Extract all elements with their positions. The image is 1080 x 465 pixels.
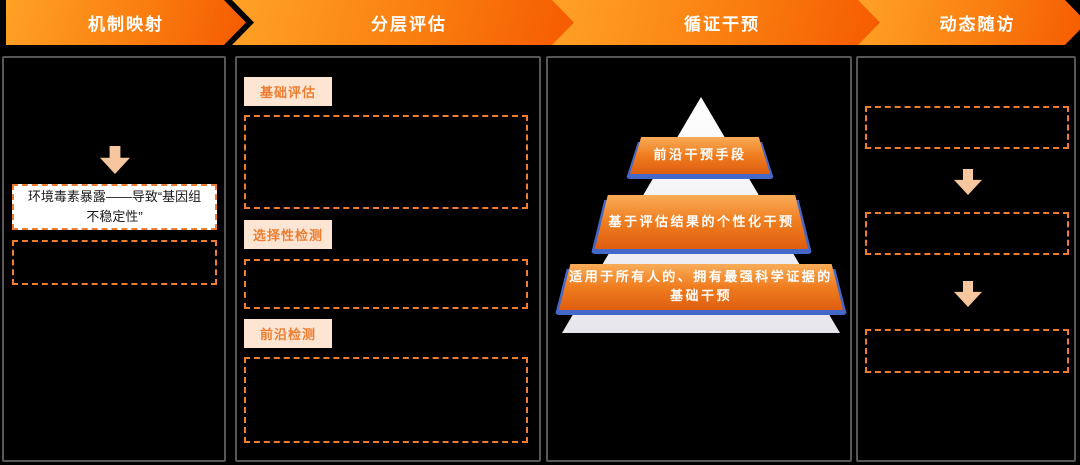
assessment-tag-basic: 基础评估 [244,77,332,106]
assessment-selective-placeholder-box [244,259,528,309]
pyramid-level-label: 基于评估结果的个性化干预 [608,213,795,229]
pyramid-level-label: 前沿干预手段 [653,147,747,163]
mechanism-result-box: 环境毒素暴露——导致“基因组不稳定性” [12,184,217,230]
followup-placeholder-box-1 [865,106,1069,149]
pyramid-level-base: 适用于所有人的、拥有最强科学证据的基础干预 [555,264,847,315]
mechanism-result-text: 环境毒素暴露——导致“基因组不稳定性” [27,188,202,224]
down-arrow-icon [954,281,982,307]
step-label: 循证干预 [684,15,760,34]
assessment-frontier-placeholder-box [244,357,528,443]
assessment-tag-selective: 选择性检测 [244,220,332,249]
assessment-basic-placeholder-box [244,115,528,209]
step-arrow-mechanism: 机制映射 [6,0,246,45]
step-label: 分层评估 [371,15,447,34]
down-arrow-icon [100,146,130,174]
band-face: 适用于所有人的、拥有最强科学证据的基础干预 [559,264,843,310]
pyramid-level-label: 适用于所有人的、拥有最强科学证据的基础干预 [569,269,833,303]
step-label: 机制映射 [88,15,164,34]
panel-intervention: 前沿干预手段 基于评估结果的个性化干预 适用于所有人的、拥有最强科学证据的基础干… [546,56,852,462]
band-face: 前沿干预手段 [630,137,770,174]
step-arrow-assessment: 分层评估 [232,0,576,45]
pyramid-level-middle: 基于评估结果的个性化干预 [591,195,812,254]
tag-label: 前沿检测 [259,327,316,342]
tag-label: 选择性检测 [252,228,323,243]
followup-placeholder-box-3 [865,329,1069,373]
followup-placeholder-box-2 [865,212,1069,255]
step-arrow-followup: 动态随访 [858,0,1080,45]
panel-mechanism: 环境毒素暴露——导致“基因组不稳定性” [2,56,226,462]
pyramid-level-top: 前沿干预手段 [626,137,774,179]
panel-assessment: 基础评估 选择性检测 前沿检测 [235,56,541,462]
panel-followup [856,56,1076,462]
assessment-tag-frontier: 前沿检测 [244,319,332,348]
tag-label: 基础评估 [259,85,316,100]
band-face: 基于评估结果的个性化干预 [595,195,808,249]
mechanism-placeholder-box [12,240,217,285]
step-label: 动态随访 [939,15,1016,34]
step-arrow-intervention: 循证干预 [552,0,882,45]
down-arrow-icon [954,169,982,195]
